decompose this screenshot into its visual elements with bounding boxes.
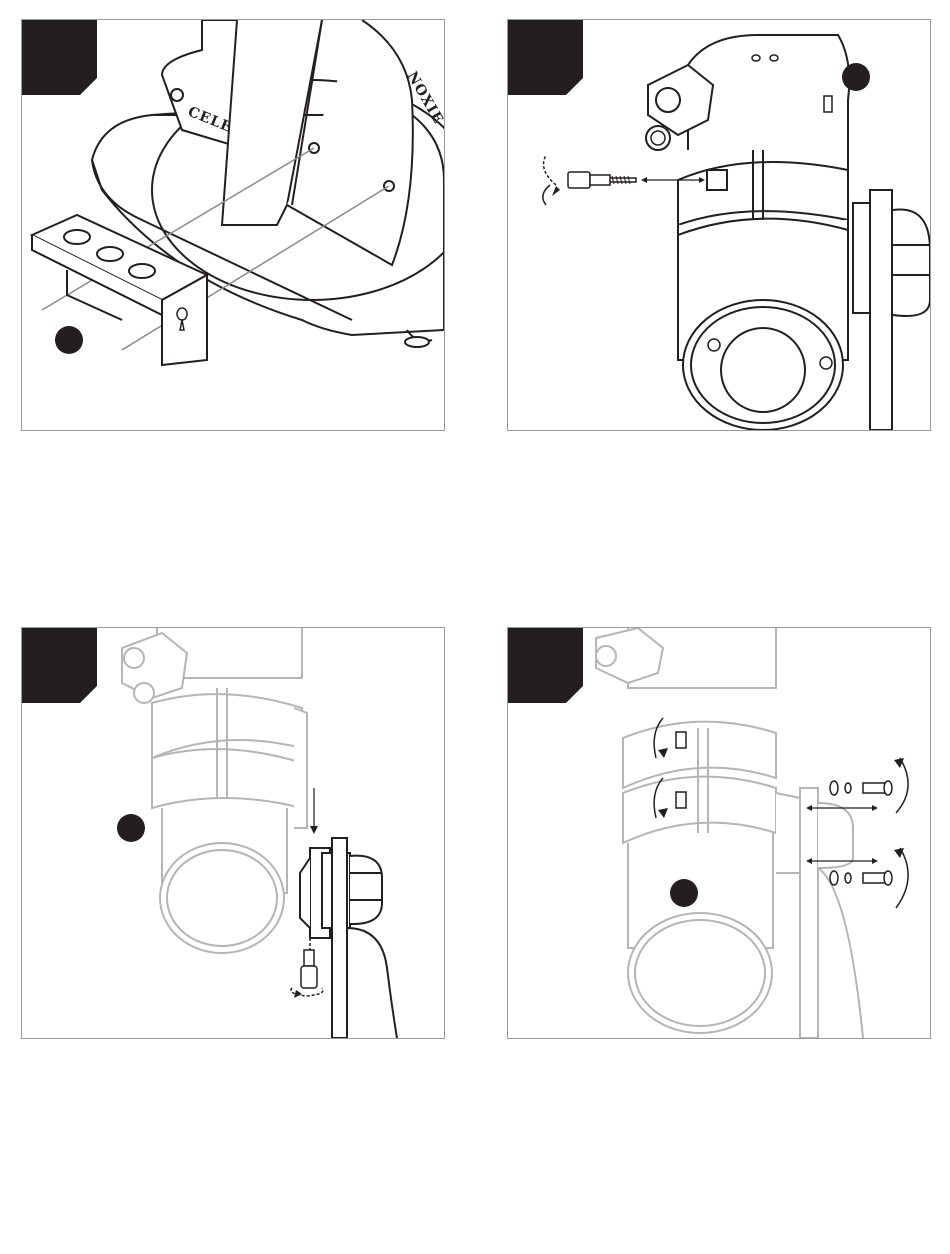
step-badge [22, 20, 97, 95]
step-3-panel [21, 627, 445, 1039]
callout-marker [842, 63, 870, 91]
step-badge [508, 20, 583, 95]
step-1-panel: CELEST NOXIE [21, 19, 445, 431]
step-2-panel [507, 19, 931, 431]
callout-marker [55, 326, 83, 354]
callout-marker [670, 879, 698, 907]
step-badge [508, 628, 583, 703]
step-badge [22, 628, 97, 703]
callout-marker [117, 814, 145, 842]
step-4-panel [507, 627, 931, 1039]
